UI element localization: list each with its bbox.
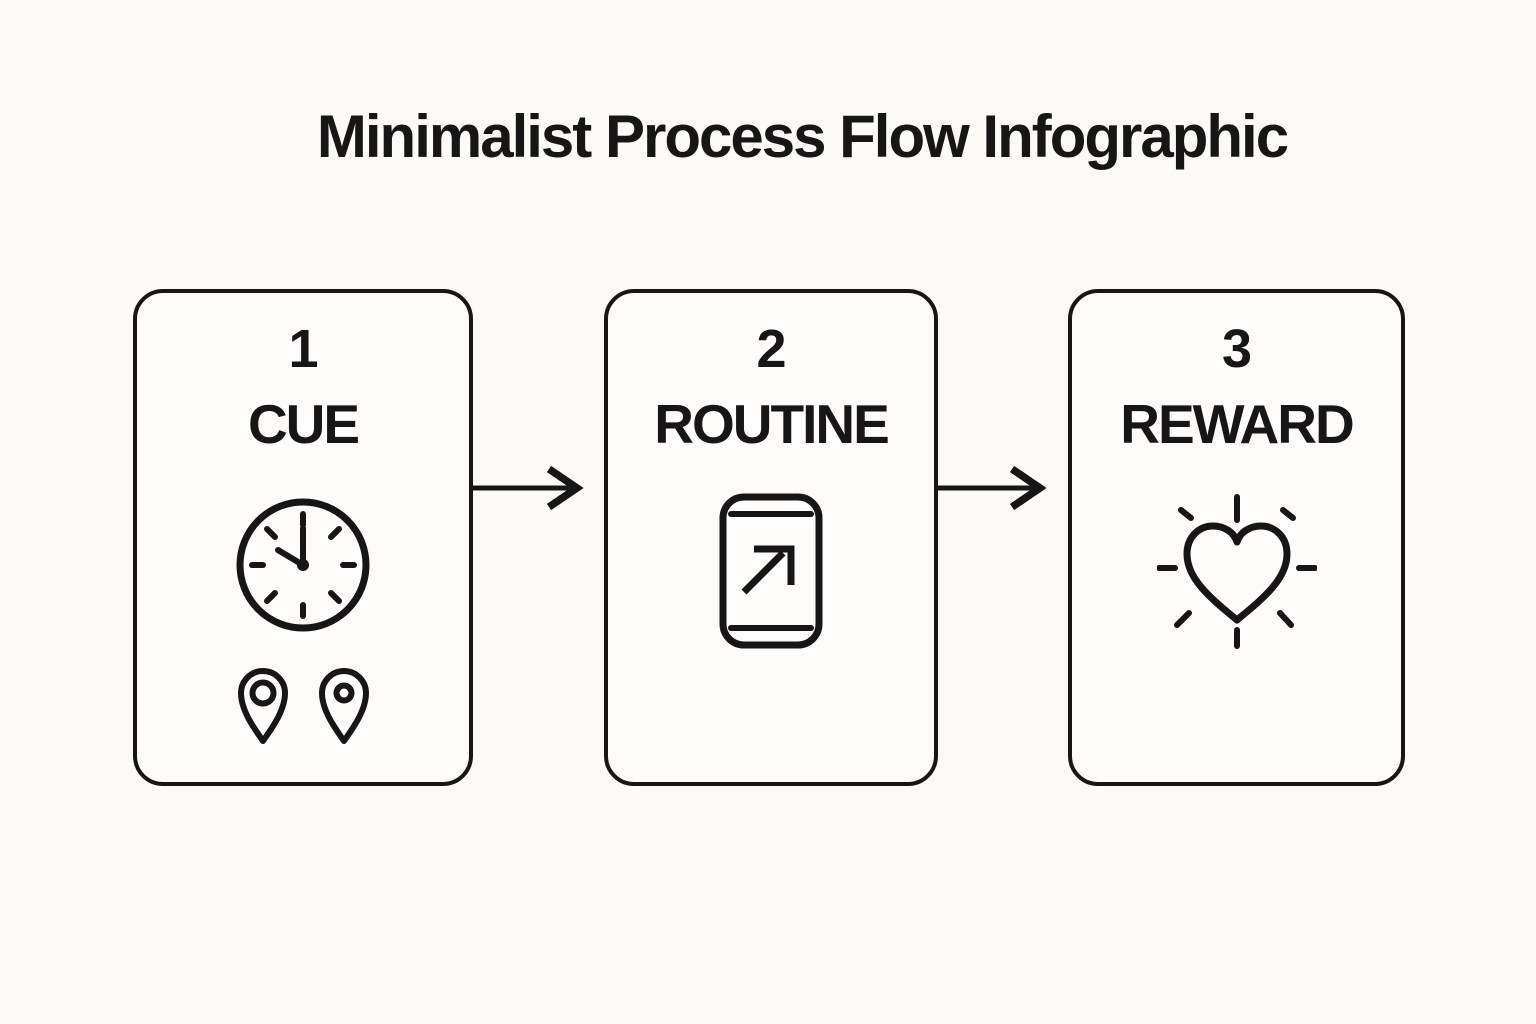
arrow-right-icon — [473, 466, 585, 510]
step-label: REWARD — [1120, 393, 1354, 455]
phone-launch-icon — [719, 493, 823, 649]
step-card-reward: 3 REWARD — [1068, 289, 1405, 786]
step-number: 1 — [288, 319, 318, 379]
map-pin-icon — [234, 665, 292, 745]
radiant-heart-icon — [1156, 493, 1317, 649]
step-number: 3 — [1221, 319, 1252, 379]
clock-icon — [233, 495, 373, 635]
arrow-right-icon — [936, 466, 1048, 510]
map-pin-icon — [315, 665, 373, 745]
step-label: CUE — [247, 393, 360, 455]
step-card-cue: 1 CUE — [133, 289, 473, 786]
page-title: Minimalist Process Flow Infographic — [316, 103, 1289, 170]
step-label: ROUTINE — [654, 393, 889, 455]
step-number: 2 — [756, 319, 786, 379]
step-icons — [233, 495, 373, 745]
map-pins — [234, 665, 373, 745]
step-icons — [719, 493, 823, 649]
step-card-routine: 2 ROUTINE — [604, 289, 938, 786]
step-icons — [1156, 493, 1317, 649]
